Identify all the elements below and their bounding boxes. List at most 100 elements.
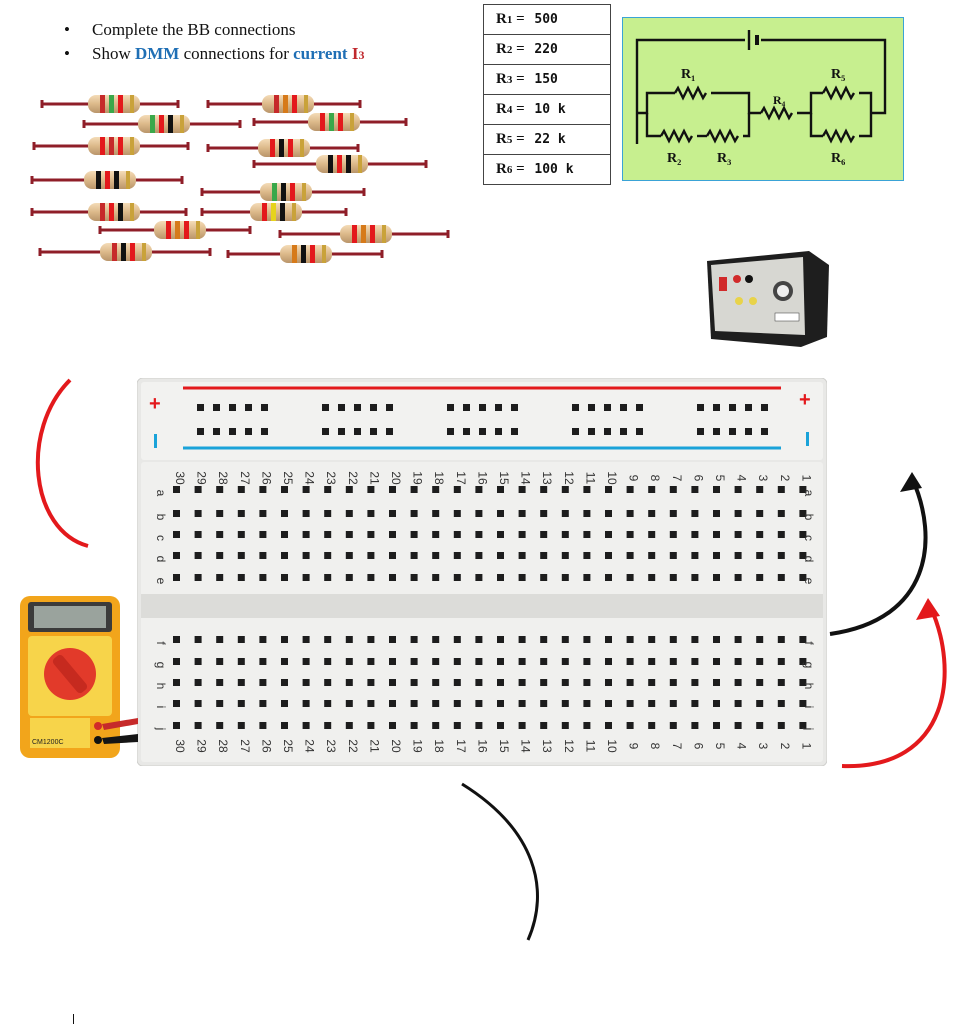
terminal-hole[interactable]: [669, 486, 677, 493]
resistor-component[interactable]: [82, 115, 242, 133]
terminal-hole[interactable]: [259, 636, 267, 643]
terminal-hole[interactable]: [345, 679, 353, 686]
terminal-hole[interactable]: [713, 552, 720, 559]
terminal-hole[interactable]: [216, 574, 224, 581]
terminal-hole[interactable]: [453, 722, 461, 729]
terminal-hole[interactable]: [734, 700, 742, 707]
terminal-hole[interactable]: [756, 510, 764, 517]
terminal-hole[interactable]: [216, 486, 224, 493]
terminal-hole[interactable]: [756, 486, 764, 493]
terminal-hole[interactable]: [216, 679, 224, 686]
terminal-hole[interactable]: [432, 722, 440, 729]
digital-multimeter[interactable]: CM1200C: [18, 594, 140, 760]
terminal-hole[interactable]: [756, 636, 764, 643]
terminal-hole[interactable]: [237, 700, 245, 707]
terminal-hole[interactable]: [367, 510, 375, 517]
terminal-hole[interactable]: [561, 486, 569, 493]
terminal-hole[interactable]: [777, 531, 785, 538]
rail-hole-negative[interactable]: [745, 428, 752, 435]
rail-hole-negative[interactable]: [697, 428, 704, 435]
terminal-hole[interactable]: [453, 658, 461, 665]
terminal-hole[interactable]: [626, 636, 634, 643]
terminal-hole[interactable]: [410, 486, 418, 493]
terminal-hole[interactable]: [691, 510, 699, 517]
terminal-hole[interactable]: [583, 552, 591, 559]
terminal-hole[interactable]: [626, 510, 634, 517]
terminal-hole[interactable]: [475, 574, 483, 581]
terminal-hole[interactable]: [345, 658, 353, 665]
terminal-hole[interactable]: [410, 679, 418, 686]
terminal-hole[interactable]: [626, 486, 634, 493]
terminal-hole[interactable]: [389, 552, 396, 559]
terminal-hole[interactable]: [497, 574, 504, 581]
terminal-hole[interactable]: [259, 679, 267, 686]
terminal-hole[interactable]: [648, 679, 656, 686]
terminal-hole[interactable]: [605, 700, 612, 707]
terminal-hole[interactable]: [216, 552, 224, 559]
terminal-hole[interactable]: [367, 552, 375, 559]
resistor-components[interactable]: [30, 95, 450, 263]
rail-hole-negative[interactable]: [729, 428, 736, 435]
terminal-hole[interactable]: [518, 636, 526, 643]
terminal-hole[interactable]: [691, 679, 699, 686]
rail-hole-negative[interactable]: [370, 428, 377, 435]
rail-hole-negative[interactable]: [261, 428, 268, 435]
terminal-hole[interactable]: [389, 636, 396, 643]
terminal-hole[interactable]: [756, 574, 764, 581]
rail-hole-negative[interactable]: [604, 428, 611, 435]
terminal-hole[interactable]: [216, 510, 224, 517]
meter-black-probe[interactable]: [102, 734, 138, 744]
terminal-hole[interactable]: [216, 658, 224, 665]
terminal-hole[interactable]: [389, 700, 396, 707]
terminal-hole[interactable]: [799, 722, 807, 729]
terminal-hole[interactable]: [302, 679, 310, 686]
terminal-hole[interactable]: [173, 636, 180, 643]
terminal-hole[interactable]: [561, 531, 569, 538]
terminal-hole[interactable]: [302, 722, 310, 729]
breadboard[interactable]: + + 303029292828272726262525242423232222…: [137, 378, 827, 766]
terminal-hole[interactable]: [302, 531, 310, 538]
terminal-hole[interactable]: [583, 700, 591, 707]
terminal-hole[interactable]: [540, 636, 548, 643]
terminal-hole[interactable]: [497, 510, 504, 517]
rail-hole-negative[interactable]: [713, 428, 720, 435]
terminal-hole[interactable]: [281, 574, 288, 581]
terminal-hole[interactable]: [324, 679, 332, 686]
rail-hole-positive[interactable]: [729, 404, 736, 411]
rail-hole-negative[interactable]: [479, 428, 486, 435]
resistor-component[interactable]: [30, 171, 184, 189]
terminal-hole[interactable]: [497, 658, 504, 665]
terminal-hole[interactable]: [799, 486, 807, 493]
power-rail-holes[interactable]: [197, 404, 768, 435]
terminal-hole[interactable]: [410, 574, 418, 581]
terminal-hole[interactable]: [259, 700, 267, 707]
terminal-hole[interactable]: [713, 700, 720, 707]
terminal-hole[interactable]: [302, 486, 310, 493]
terminal-hole[interactable]: [173, 510, 180, 517]
terminal-hole[interactable]: [799, 679, 807, 686]
terminal-hole[interactable]: [777, 574, 785, 581]
terminal-hole[interactable]: [799, 531, 807, 538]
red-wire-right[interactable]: [841, 605, 947, 769]
terminal-hole[interactable]: [648, 636, 656, 643]
terminal-hole[interactable]: [367, 700, 375, 707]
terminal-hole[interactable]: [345, 574, 353, 581]
red-wire-left[interactable]: [35, 378, 89, 548]
terminal-hole[interactable]: [799, 700, 807, 707]
rail-hole-negative[interactable]: [322, 428, 329, 435]
terminal-hole[interactable]: [497, 486, 504, 493]
rail-hole-positive[interactable]: [213, 404, 220, 411]
meter-red-jack[interactable]: [94, 722, 102, 730]
terminal-hole[interactable]: [561, 574, 569, 581]
terminal-hole[interactable]: [432, 552, 440, 559]
terminal-hole[interactable]: [497, 552, 504, 559]
terminal-hole[interactable]: [518, 486, 526, 493]
terminal-hole[interactable]: [734, 486, 742, 493]
rail-hole-negative[interactable]: [495, 428, 502, 435]
terminal-hole[interactable]: [389, 658, 396, 665]
resistor-component[interactable]: [252, 113, 408, 131]
terminal-hole[interactable]: [453, 636, 461, 643]
terminal-hole[interactable]: [691, 574, 699, 581]
rail-hole-negative[interactable]: [386, 428, 393, 435]
terminal-hole[interactable]: [605, 510, 612, 517]
